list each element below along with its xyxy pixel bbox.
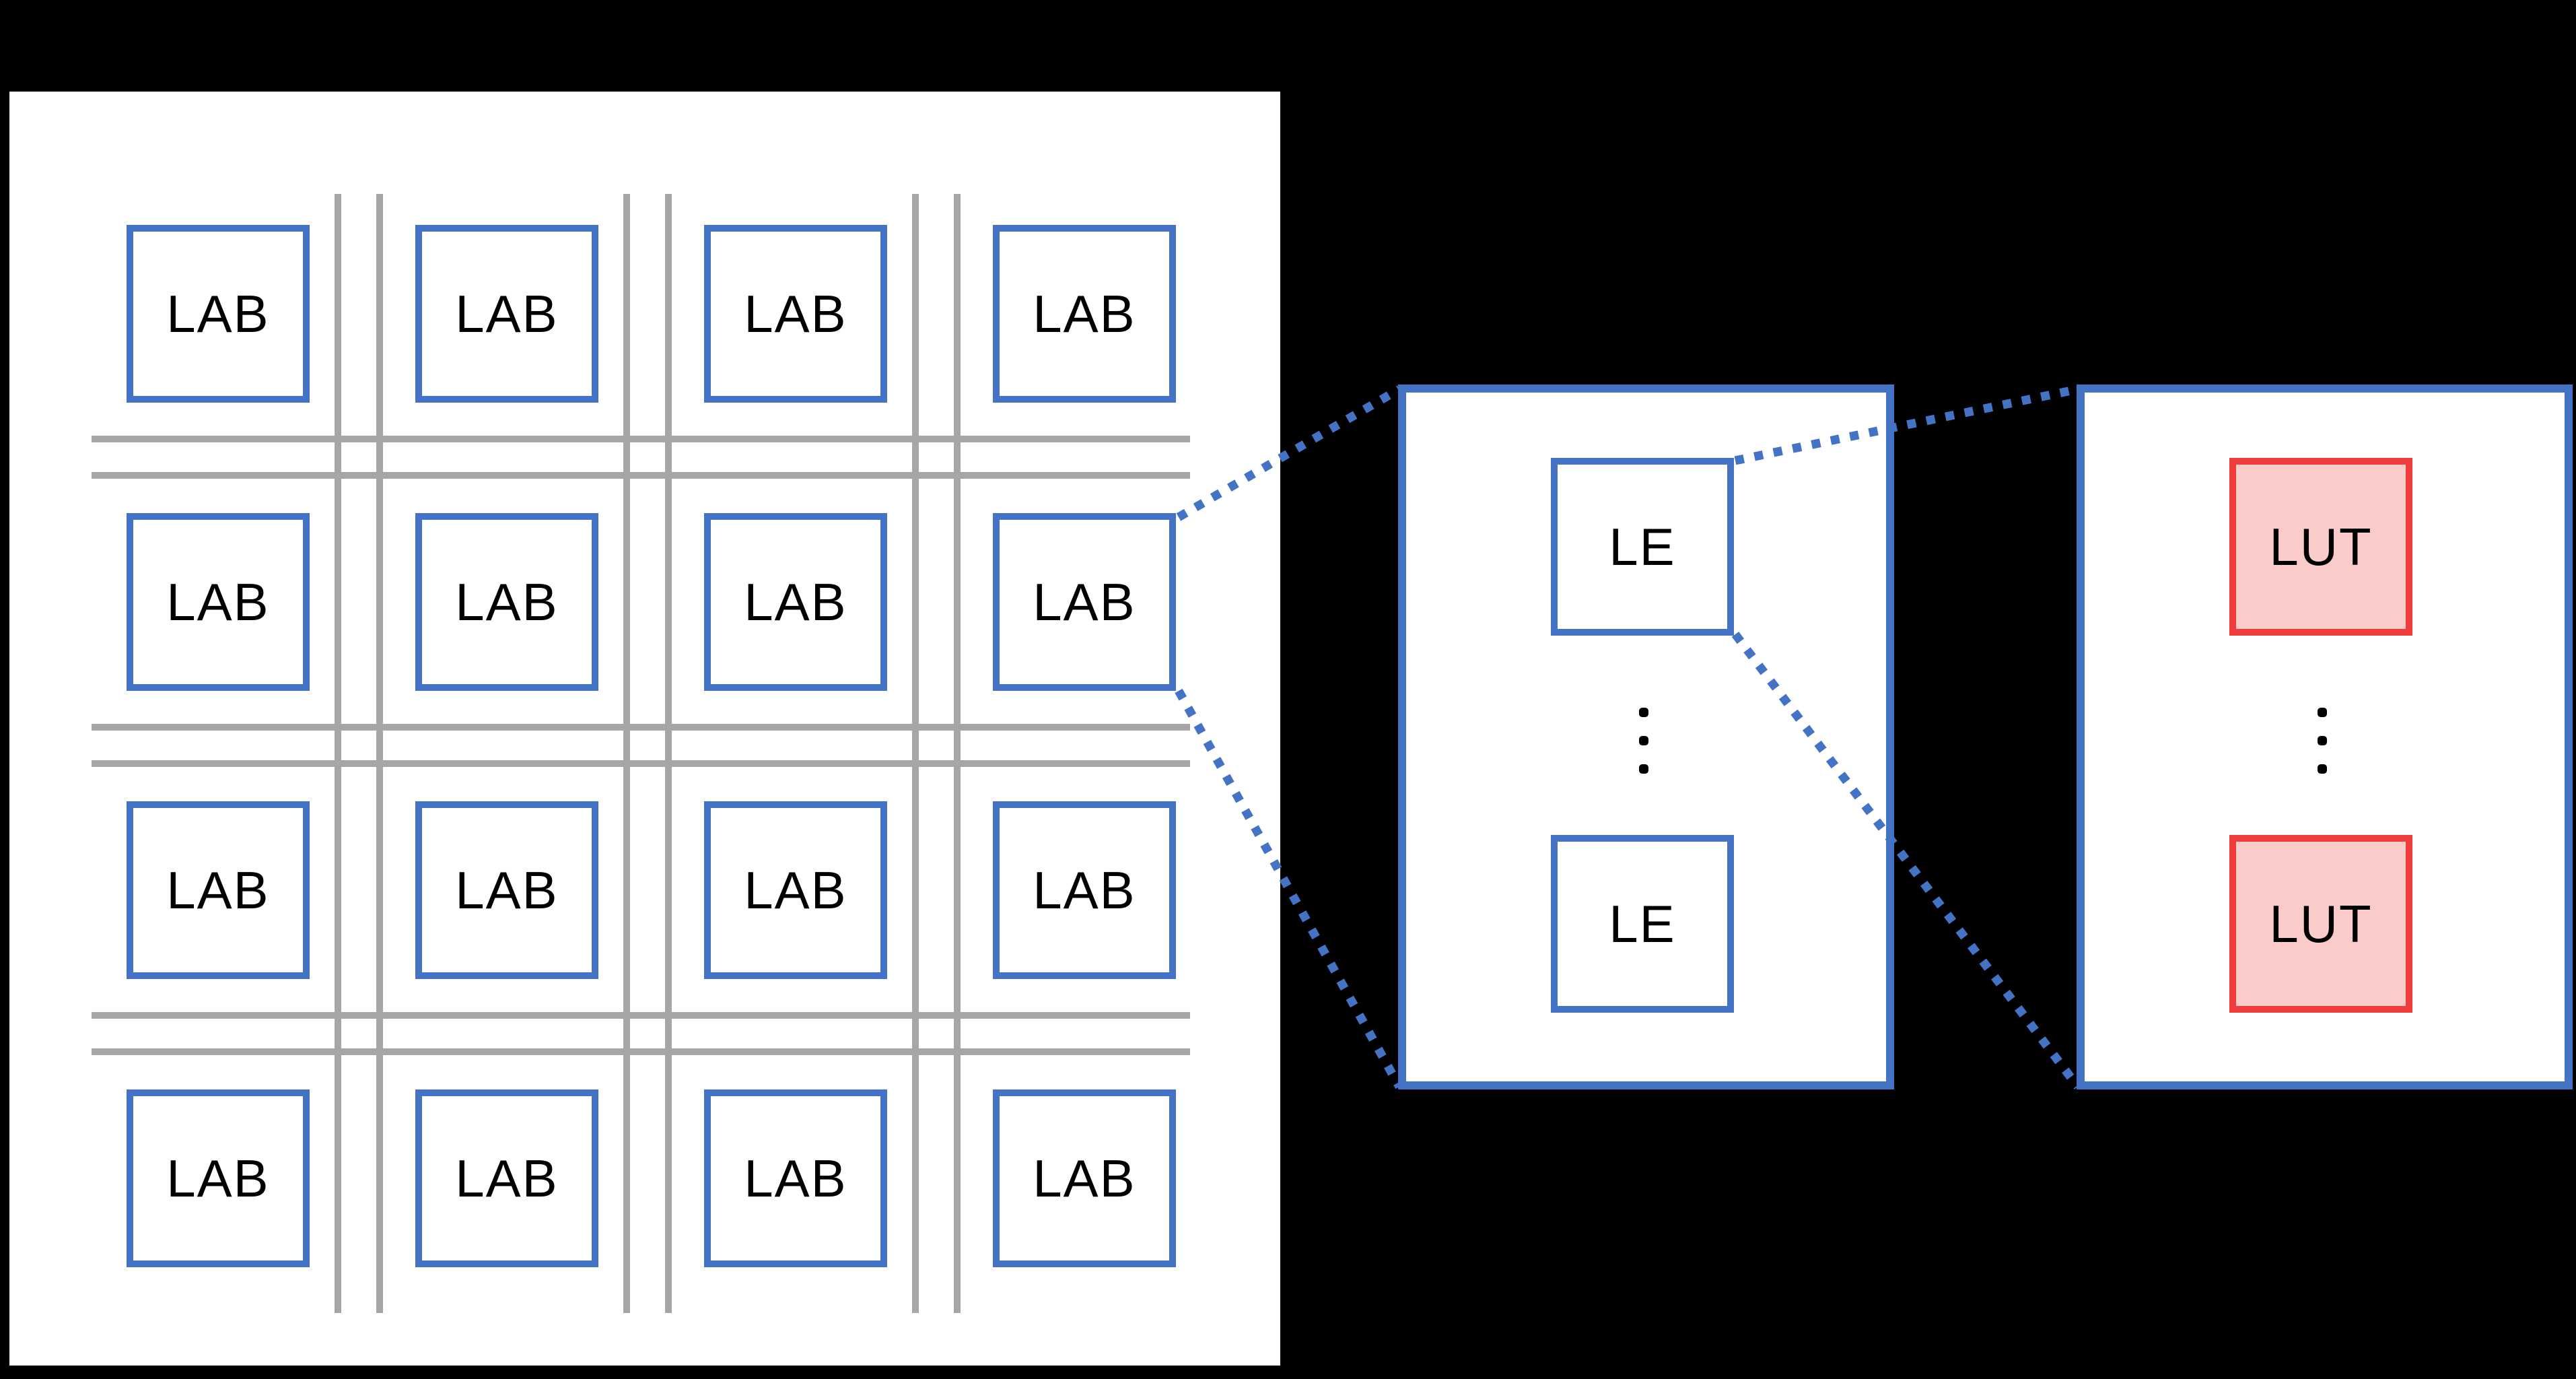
routing-line-vertical [623,194,630,1313]
lab-zoom-panel: LE LE [1398,384,1894,1089]
lab-box: LAB [704,225,887,403]
lut-box: LUT [2229,835,2412,1013]
ellipsis-dot [2318,736,2327,745]
lab-label: LAB [166,572,270,632]
routing-line-vertical [335,194,341,1313]
ellipsis-dot [2318,708,2327,717]
routing-line-vertical [376,194,383,1313]
lab-label: LAB [166,861,270,920]
routing-line-horizontal [92,1048,1190,1055]
lab-box: LAB [993,225,1176,403]
routing-line-vertical [665,194,672,1313]
lut-box-label: LUT [2269,894,2373,953]
lab-label: LAB [455,284,559,343]
lab-label: LAB [166,284,270,343]
lab-label: LAB [744,1149,847,1208]
le-box: LE [1551,458,1734,636]
lab-label: LAB [1033,572,1136,632]
lab-label: LAB [1033,1149,1136,1208]
ellipsis-dot [2318,764,2327,774]
lab-label: LAB [1033,284,1136,343]
le-box-label: LE [1609,517,1676,576]
routing-line-horizontal [92,760,1190,767]
lut-box-label: LUT [2269,517,2373,576]
routing-line-horizontal [92,436,1190,442]
lab-box: LAB [704,1089,887,1267]
routing-line-horizontal [92,724,1190,731]
lut-box: LUT [2229,458,2412,636]
le-zoom-panel: LUT LUT [2077,384,2573,1089]
lab-box: LAB [704,513,887,691]
routing-line-vertical [912,194,919,1313]
le-box: LE [1551,835,1734,1013]
lab-box: LAB [127,1089,310,1267]
lab-box: LAB [415,1089,598,1267]
lab-box: LAB [704,801,887,979]
ellipsis-dot [1639,764,1648,774]
lab-box: LAB [993,513,1176,691]
le-box-label: LE [1609,894,1676,953]
lab-label: LAB [455,572,559,632]
lab-box: LAB [415,513,598,691]
lab-label: LAB [455,861,559,920]
lab-box: LAB [993,801,1176,979]
lab-label: LAB [744,861,847,920]
lab-label: LAB [744,284,847,343]
fpga-fabric-panel: LAB LAB LAB LAB LAB LAB LAB LAB LAB LAB LAB LAB LAB L… [9,92,1280,1366]
lab-box: LAB [993,1089,1176,1267]
lab-box: LAB [415,225,598,403]
ellipsis-dot [1639,736,1648,745]
lab-box: LAB [127,513,310,691]
lab-box: LAB [415,801,598,979]
routing-line-horizontal [92,1012,1190,1019]
lab-label: LAB [744,572,847,632]
lab-box: LAB [127,801,310,979]
ellipsis-dot [1639,708,1648,717]
routing-line-horizontal [92,472,1190,479]
lab-label: LAB [455,1149,559,1208]
routing-line-vertical [954,194,961,1313]
lab-label: LAB [1033,861,1136,920]
lab-label: LAB [166,1149,270,1208]
lab-box: LAB [127,225,310,403]
